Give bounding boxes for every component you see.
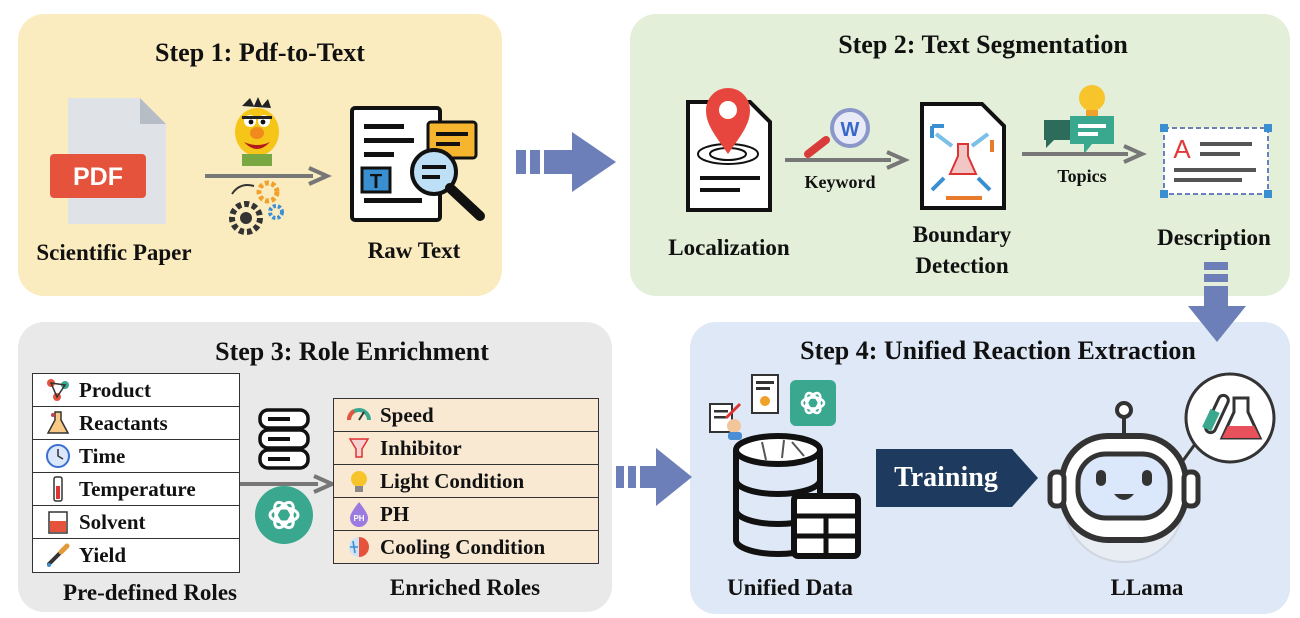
- boundary-detection-icon: [920, 102, 1006, 210]
- description-text-icon: A: [1160, 124, 1272, 198]
- role-label: Solvent: [79, 509, 146, 534]
- role-label: Temperature: [79, 476, 196, 501]
- writing-person-icon: [709, 402, 742, 440]
- speedometer-icon: [347, 408, 371, 421]
- role-row-cooling-condition: Cooling Condition: [334, 531, 598, 563]
- topics-label: Topics: [1057, 166, 1107, 186]
- chatgpt-icon: [255, 486, 313, 544]
- description-label: Description: [1157, 225, 1271, 250]
- training-label: Training: [894, 462, 998, 493]
- ph-drop-icon: PH: [350, 502, 368, 527]
- step1-flow-arrow: [205, 166, 332, 186]
- raw-text-label: Raw Text: [367, 238, 461, 263]
- raw-text-document-icon: T: [350, 106, 485, 222]
- role-label: Reactants: [79, 410, 168, 435]
- role-row-product: Product: [33, 374, 239, 407]
- inhibitor-icon: [348, 438, 370, 458]
- detection-label: Detection: [915, 253, 1009, 278]
- localization-label: Localization: [668, 235, 790, 260]
- predefined-roles-label: Pre-defined Roles: [63, 580, 237, 605]
- role-row-temperature: Temperature: [33, 473, 239, 506]
- molecule-icon: [47, 379, 69, 401]
- role-label: Yield: [79, 542, 127, 567]
- scientific-paper-label: Scientific Paper: [36, 240, 192, 265]
- step3-title: Step 3: Role Enrichment: [215, 337, 489, 366]
- role-row-inhibitor: Inhibitor: [334, 432, 598, 465]
- chatgpt-small-icon: [790, 380, 836, 426]
- cooling-icon: [349, 537, 369, 557]
- clock-icon: [46, 444, 70, 468]
- light-bulb-icon: [351, 471, 367, 492]
- pdf-file-icon: PDF: [50, 98, 166, 224]
- llama-robot-icon: [1047, 401, 1201, 563]
- flask-icon: [46, 411, 70, 434]
- training-arrow-shape: [876, 449, 1038, 507]
- step2-title: Step 2: Text Segmentation: [838, 30, 1128, 59]
- role-label: Inhibitor: [380, 435, 462, 460]
- dropper-icon: [47, 543, 70, 567]
- step3-to-step4-arrow: [616, 448, 692, 506]
- thermometer-icon: [53, 476, 63, 502]
- keyword-flow-arrow: [785, 150, 910, 170]
- keyword-label: Keyword: [804, 172, 876, 192]
- enriched-roles-table: Speed Inhibitor Light Condition PH PH Co…: [333, 398, 599, 564]
- svg-text:W: W: [841, 119, 860, 141]
- role-row-time: Time: [33, 440, 239, 473]
- svg-text:T: T: [370, 171, 382, 193]
- svg-text:A: A: [1173, 134, 1191, 164]
- topics-flow-arrow: [1022, 144, 1147, 164]
- role-row-speed: Speed: [334, 399, 598, 432]
- role-row-reactants: Reactants: [33, 407, 239, 440]
- unified-data-database-icon: [733, 433, 861, 559]
- localization-document-icon: [686, 88, 772, 212]
- role-row-ph: PH PH: [334, 498, 598, 531]
- predefined-roles-table: Product Reactants Time Temperature Solve…: [32, 373, 240, 573]
- enrichment-flow-arrow: [240, 474, 337, 494]
- boundary-label: Boundary: [912, 222, 1012, 247]
- role-label: PH: [380, 501, 410, 526]
- database-icon: [258, 408, 310, 470]
- topics-idea-icon: [1044, 85, 1114, 154]
- role-label: Cooling Condition: [380, 534, 546, 559]
- gears-icon: [229, 180, 284, 235]
- role-row-light-condition: Light Condition: [334, 465, 598, 498]
- unified-data-label: Unified Data: [727, 575, 853, 600]
- step4-title: Step 4: Unified Reaction Extraction: [800, 336, 1196, 365]
- training-arrow: Training: [876, 449, 1038, 507]
- keyword-search-icon: W: [804, 108, 870, 158]
- role-label: Product: [79, 377, 151, 402]
- role-row-solvent: Solvent: [33, 506, 239, 539]
- beaker-icon: [48, 511, 68, 534]
- role-row-yield: Yield: [33, 539, 239, 571]
- role-label: Light Condition: [380, 468, 525, 493]
- role-label: Speed: [380, 402, 434, 427]
- svg-text:PDF: PDF: [73, 163, 123, 191]
- step2-to-step4-arrow: [1188, 262, 1246, 342]
- chemistry-bubble-icon: [1180, 372, 1276, 464]
- bert-character-icon: [235, 97, 279, 166]
- role-label: Time: [79, 443, 126, 468]
- step1-title: Step 1: Pdf-to-Text: [155, 38, 365, 67]
- certificate-doc-icon: [751, 374, 779, 414]
- svg-text:PH: PH: [353, 514, 364, 523]
- enriched-roles-label: Enriched Roles: [389, 575, 541, 600]
- step1-to-step2-arrow: [516, 132, 616, 192]
- llama-label: LLama: [1110, 575, 1184, 600]
